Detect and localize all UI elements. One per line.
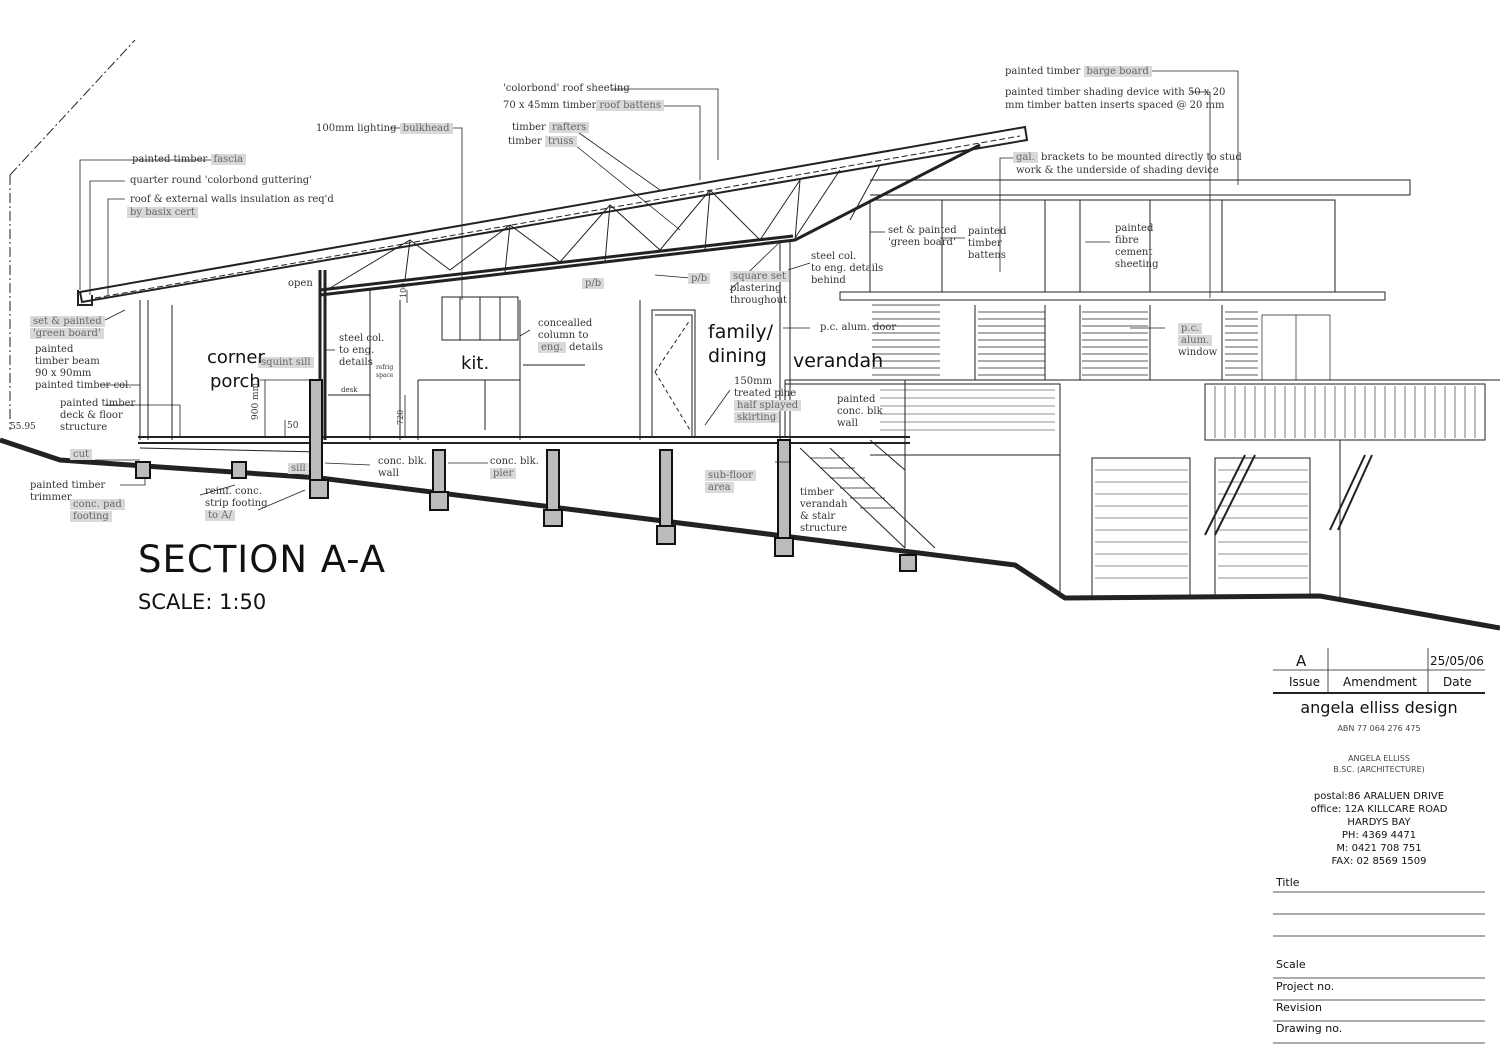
- boundary-line: [9, 39, 136, 430]
- section-title: SECTION A-A: [138, 538, 387, 581]
- main-roof: [78, 125, 1029, 304]
- annotation-guttering: quarter round 'colorbond guttering': [130, 175, 312, 186]
- annotation-steel-col: steel col.to eng.details: [339, 333, 385, 368]
- room-label-family: family/: [708, 321, 774, 343]
- qualification: B.SC. (ARCHITECTURE): [1333, 765, 1425, 774]
- annotation-shading-1: painted timber shading device with 50 x …: [1005, 87, 1226, 98]
- date-header: Date: [1443, 675, 1472, 689]
- annotation-rafters: timber rafters: [512, 122, 590, 134]
- porch-column: [139, 300, 149, 440]
- annotation-roof-sheeting: 'colorbond' roof sheeting: [503, 83, 630, 94]
- room-label-verandah: verandah: [793, 350, 884, 372]
- issue-value: A: [1296, 652, 1307, 670]
- kitchen-cabinets: [441, 296, 519, 341]
- dimension-50: 50: [287, 421, 299, 431]
- annotation-green-board-left: set & painted'green board': [30, 316, 105, 340]
- annotation-level: 55.95: [10, 422, 36, 432]
- room-label-dining: dining: [708, 345, 767, 367]
- annotation-fascia: painted timber fascia: [132, 154, 247, 166]
- section-scale: SCALE: 1:50: [138, 590, 267, 614]
- annotation-window: p.c.alum.window: [1178, 323, 1218, 358]
- firm-name: angela elliss design: [1300, 698, 1458, 717]
- annotation-brackets-2: work & the underside of shading device: [1016, 165, 1219, 176]
- room-label-kitchen: kit.: [461, 353, 490, 374]
- room-label-porch: porch: [210, 371, 261, 392]
- field-revision: Revision: [1276, 1001, 1322, 1014]
- room-label-corner: corner: [207, 347, 265, 368]
- annotation-shading-2: mm timber batten inserts spaced @ 20 mm: [1005, 100, 1225, 111]
- field-project: Project no.: [1276, 980, 1335, 993]
- field-title: Title: [1276, 876, 1300, 889]
- field-scale: Scale: [1276, 958, 1306, 971]
- annotation-bulkhead: 100mm lighting bulkhead: [316, 123, 453, 135]
- designer: ANGELA ELLISS: [1348, 754, 1410, 763]
- door: [651, 309, 696, 438]
- truss-webs: [329, 164, 881, 289]
- annotation-door: p.c. alum. door: [820, 322, 897, 333]
- annotation-barge-board: painted timber barge board: [1005, 66, 1152, 78]
- annotation-brackets: gal. brackets to be mounted directly to …: [1013, 152, 1242, 164]
- field-drawing: Drawing no.: [1276, 1022, 1343, 1035]
- annotation-green-board-right: set & painted'green board': [888, 225, 957, 248]
- amendment-header: Amendment: [1343, 675, 1417, 689]
- contact-details: postal:86 ARALUEN DRIVE office: 12A KILL…: [1310, 791, 1448, 867]
- annotation-pb-2: p/b: [688, 273, 711, 285]
- issue-header: Issue: [1289, 675, 1321, 689]
- annotation-cut: cut: [70, 449, 93, 461]
- shading-device: [870, 179, 1411, 196]
- annotation-basix: by basix cert: [127, 207, 199, 219]
- abn: ABN 77 064 276 475: [1337, 724, 1421, 733]
- annotation-desk: desk: [341, 386, 358, 394]
- annotation-pier: conc. blk.pier: [490, 456, 539, 479]
- brace: [1204, 454, 1373, 536]
- date-value: 25/05/06: [1430, 654, 1484, 668]
- annotation-pb-1: p/b: [582, 278, 605, 290]
- annotation-blk-wall: conc. blk.wall: [378, 456, 427, 479]
- garage-door: [1091, 457, 1311, 598]
- annotation-squint-sill: squint sill: [258, 357, 314, 369]
- annotation-open: open: [288, 278, 313, 289]
- annotation-insulation: roof & external walls insulation as req'…: [130, 194, 334, 205]
- annotation-sill: sill: [288, 463, 309, 475]
- floor-band: [839, 291, 1386, 301]
- annotation-truss: timber truss: [508, 136, 577, 148]
